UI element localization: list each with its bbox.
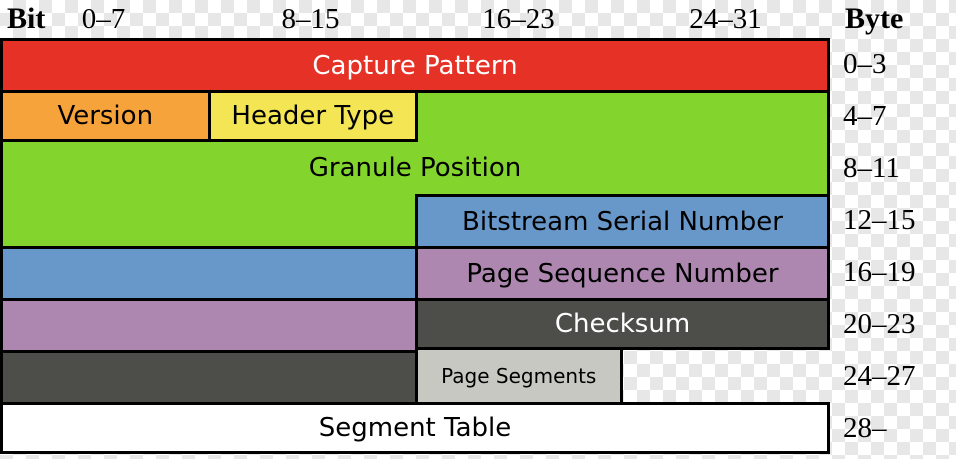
diagram-row: Page Segments — [0, 350, 830, 402]
block-capture-pattern: Capture Pattern — [0, 38, 830, 90]
byte-range-label: 8–11 — [843, 151, 900, 184]
bit-header-row: Bit 0–7 8–15 16–23 24–31 Byte — [0, 1, 956, 37]
byte-range-column: 0–3 4–7 8–11 12–15 16–19 20–23 24–27 28– — [843, 38, 955, 454]
byte-range-label: 0–3 — [843, 47, 887, 80]
byte-range-label: 4–7 — [843, 99, 887, 132]
byte-axis-label: Byte — [845, 2, 904, 35]
block-segment-table: Segment Table — [0, 402, 830, 454]
block-checksum-cont — [0, 350, 415, 402]
diagram-row: Granule Position — [0, 142, 830, 194]
diagram-row: Page Sequence Number — [0, 246, 830, 298]
block-bitstream-serial-number: Bitstream Serial Number — [415, 194, 830, 246]
block-page-sequence-number: Page Sequence Number — [415, 246, 830, 298]
byte-range-label: 12–15 — [843, 203, 916, 236]
block-version: Version — [0, 90, 208, 142]
bit-range-16-23: 16–23 — [482, 3, 555, 35]
byte-range-label: 24–27 — [843, 359, 916, 392]
byte-range-label: 28– — [843, 411, 887, 444]
block-page-sequence-number-cont — [0, 298, 415, 350]
block-header-type: Header Type — [207, 90, 415, 142]
diagram-row: Capture Pattern — [0, 38, 830, 90]
empty-cell — [623, 350, 831, 402]
block-granule-position-upper — [415, 90, 830, 142]
block-page-segments: Page Segments — [415, 350, 623, 402]
block-checksum: Checksum — [415, 298, 830, 350]
bit-range-0-7: 0–7 — [81, 3, 126, 35]
diagram-row: Bitstream Serial Number — [0, 194, 830, 246]
bit-range-8-15: 8–15 — [281, 3, 340, 35]
bit-axis-label: Bit — [7, 2, 46, 35]
diagram-row: Segment Table — [0, 402, 830, 454]
byte-range-label: 20–23 — [843, 307, 916, 340]
block-granule-position: Granule Position — [0, 142, 830, 194]
byte-range-label: 16–19 — [843, 255, 916, 288]
block-bitstream-serial-number-cont — [0, 246, 415, 298]
bit-range-24-31: 24–31 — [689, 3, 762, 35]
diagram-row: Checksum — [0, 298, 830, 350]
block-granule-position-lower — [0, 194, 415, 246]
